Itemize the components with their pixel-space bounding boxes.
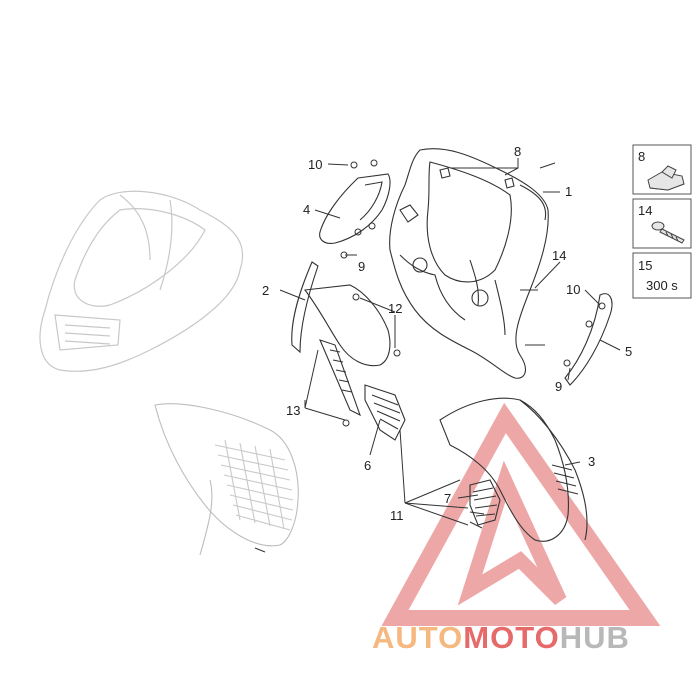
trim-strip-part-2 [291,261,319,354]
watermark-part-hub: HUB [560,620,630,655]
legend-box-3-number: 15 [638,258,652,273]
trim-strip-part-5 [564,293,613,386]
callout-5: 5 [625,344,632,359]
watermark-part-moto: MOTO [463,620,559,655]
callout-9a: 9 [358,259,365,274]
callout-1: 1 [565,184,572,199]
callout-11: 11 [390,508,404,523]
callout-10b: 10 [566,282,580,297]
grille-part-7 [469,479,501,526]
watermark-part-auto: AUTO [372,620,463,655]
callout-numbers: 1 2 3 4 5 6 7 8 9 9 10 10 11 12 13 14 [262,144,632,523]
watermark-text-line: AUTOMOTOHUB [372,620,630,655]
legend-box-3-value: 300 s [646,278,678,293]
inner-panel-part-1 [389,148,549,379]
callout-8: 8 [514,144,521,159]
lower-panel-part-3 [439,397,588,542]
lower-shield-faded [154,403,299,556]
watermark-text: AUTOMOTOHUB [372,620,630,655]
watermark-triangle-outer [381,402,661,626]
callout-7: 7 [444,491,451,506]
callout-9b: 9 [555,379,562,394]
callout-3: 3 [588,454,595,469]
screw-icon [651,221,685,244]
legend-panel: 8 14 15 300 s [632,144,692,299]
callout-12: 12 [388,301,402,316]
legend-box-2-number: 14 [638,203,652,218]
leader-lines [279,158,621,526]
callout-6: 6 [364,458,371,473]
kick-panel-part-12 [303,284,391,417]
watermark-logo [381,402,661,626]
clip-nut-icon [647,165,685,191]
legend-box-3 [632,252,692,299]
callout-14: 14 [552,248,566,263]
grille-part-6 [364,384,406,441]
callout-10a: 10 [308,157,322,172]
callout-13: 13 [286,403,300,418]
watermark-triangle-inner [457,460,567,606]
callout-4: 4 [303,202,310,217]
fasteners [254,159,606,553]
legend-box-1-number: 8 [638,149,645,164]
callout-2: 2 [262,283,269,298]
front-shield-faded [39,190,244,372]
